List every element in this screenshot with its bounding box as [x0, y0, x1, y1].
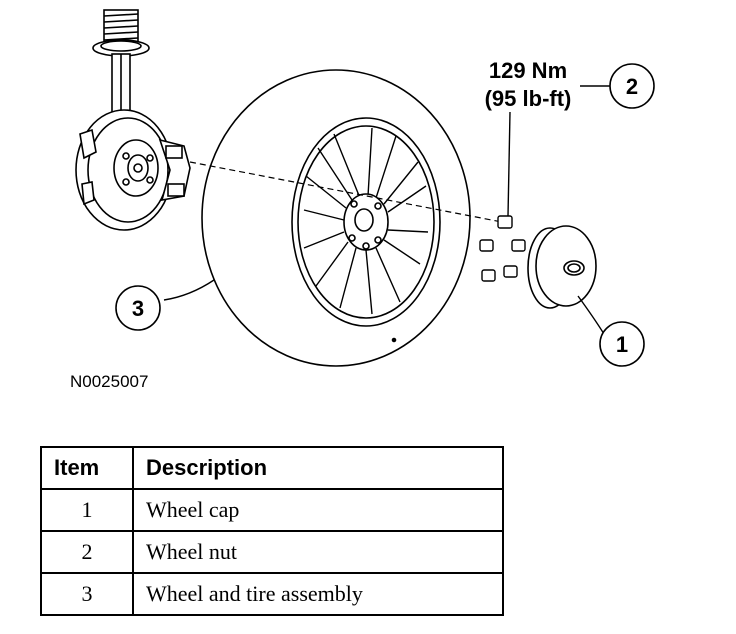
item-number: 2 — [40, 530, 134, 574]
brake-hub-assembly — [75, 109, 191, 231]
callout-circle-1: 1 — [599, 321, 645, 367]
item-description: Wheel cap — [132, 488, 504, 532]
table-header-row: Item Description — [40, 446, 504, 490]
item-number: 1 — [40, 488, 134, 532]
wheel-tire-assembly — [201, 69, 471, 367]
item-description: Wheel and tire assembly — [132, 572, 504, 616]
wheel-spokes — [303, 127, 429, 315]
svg-text:1: 1 — [616, 332, 628, 357]
parts-table: Item Description 1 Wheel cap 2 Wheel nut… — [40, 446, 504, 616]
table-row: 1 Wheel cap — [40, 488, 504, 532]
table-row: 2 Wheel nut — [40, 530, 504, 574]
svg-text:3: 3 — [132, 296, 144, 321]
exploded-wheel-diagram: 1 2 3 129 Nm (95 lb-ft) — [75, 9, 655, 367]
item-description: Wheel nut — [132, 530, 504, 574]
torque-spec-imperial: (95 lb-ft) — [485, 86, 572, 111]
table-row: 3 Wheel and tire assembly — [40, 572, 504, 616]
leader-lines — [163, 85, 612, 335]
wheel-nuts — [479, 215, 526, 282]
item-number: 3 — [40, 572, 134, 616]
callout-circle-2: 2 — [609, 63, 655, 109]
header-description: Description — [132, 446, 504, 490]
figure-id: N0025007 — [70, 372, 149, 391]
wheel-cap — [527, 225, 597, 309]
torque-spec-metric: 129 Nm — [489, 58, 567, 83]
alignment-line — [189, 161, 503, 223]
callout-circle-3: 3 — [115, 285, 161, 331]
header-item: Item — [40, 446, 134, 490]
svg-text:2: 2 — [626, 74, 638, 99]
